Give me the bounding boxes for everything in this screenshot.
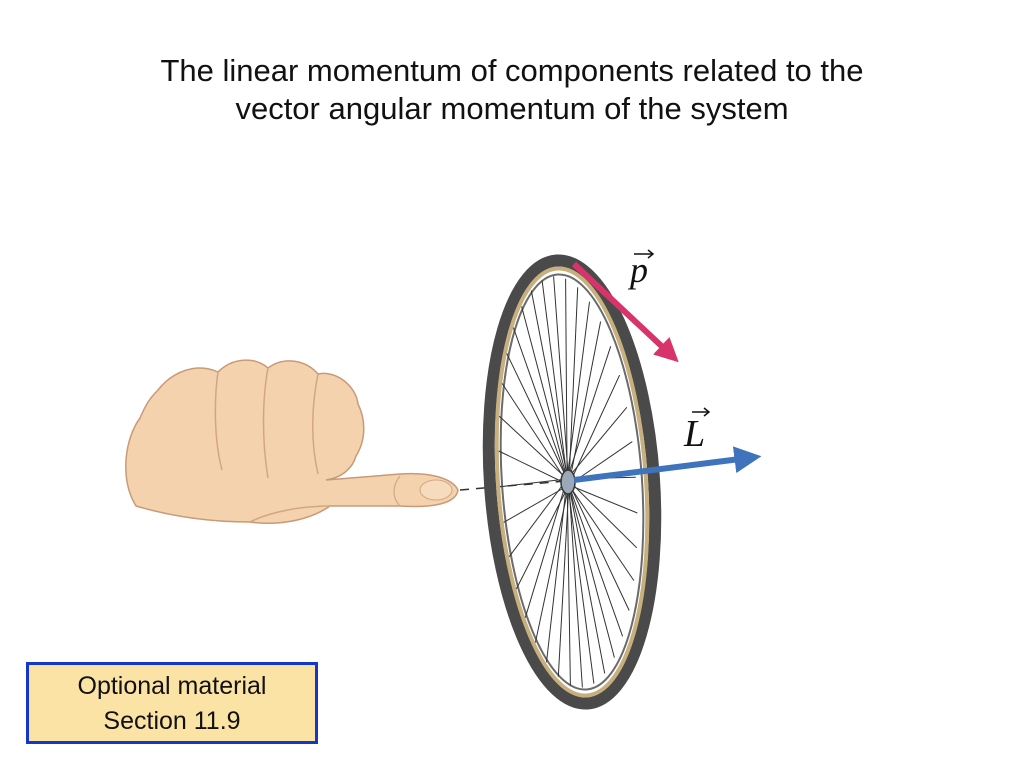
svg-text:L: L bbox=[683, 413, 705, 455]
wheel-spoke bbox=[530, 290, 570, 486]
wheel-spoke bbox=[568, 484, 638, 514]
wheel-spoke bbox=[541, 280, 568, 480]
wheel-spoke bbox=[515, 484, 570, 590]
wheel-spoke bbox=[521, 306, 568, 480]
wheel-spoke bbox=[503, 484, 570, 523]
wheel-spoke bbox=[566, 406, 628, 480]
wheel-spoke bbox=[501, 383, 570, 486]
slide-title: The linear momentum of components relate… bbox=[62, 52, 962, 128]
angular-momentum-arrow bbox=[573, 446, 762, 483]
bicycle-wheel-icon bbox=[482, 254, 662, 710]
note-line-1: Optional material bbox=[77, 672, 267, 700]
wheel-spoke bbox=[553, 276, 570, 486]
wheel-spoke bbox=[568, 484, 606, 674]
wheel-spoke bbox=[566, 478, 638, 549]
wheel-spoke bbox=[566, 478, 630, 611]
wheel-spoke bbox=[566, 478, 615, 658]
wheel-spoke bbox=[568, 484, 635, 581]
hand-thumb-icon bbox=[125, 359, 459, 524]
wheel-spoke bbox=[568, 484, 624, 637]
title-line-1: The linear momentum of components relate… bbox=[160, 53, 864, 88]
wheel-spoke bbox=[568, 374, 621, 486]
title-line-2: vector angular momentum of the system bbox=[235, 91, 789, 126]
wheel-spoke bbox=[512, 327, 570, 486]
wheel-spoke bbox=[498, 415, 568, 480]
wheel-spoke bbox=[557, 484, 570, 677]
wheel-spoke bbox=[568, 484, 583, 688]
svg-text:p: p bbox=[627, 250, 648, 290]
wheel-spoke bbox=[566, 346, 612, 480]
wheel-spoke bbox=[500, 478, 568, 488]
wheel-spoke bbox=[534, 484, 570, 643]
momentum-label: p bbox=[627, 249, 655, 290]
wheel-spoke bbox=[506, 353, 568, 480]
optional-material-note: Optional material Section 11.9 bbox=[26, 662, 318, 744]
wheel-spoke bbox=[498, 450, 570, 486]
wheel-spoke bbox=[566, 478, 595, 684]
angular-momentum-label: L bbox=[683, 407, 711, 455]
momentum-arrow bbox=[571, 261, 679, 363]
wheel-spoke bbox=[524, 478, 568, 618]
wheel-spoke bbox=[565, 278, 568, 480]
note-line-2: Section 11.9 bbox=[103, 707, 241, 735]
wheel-spoke bbox=[566, 301, 590, 480]
